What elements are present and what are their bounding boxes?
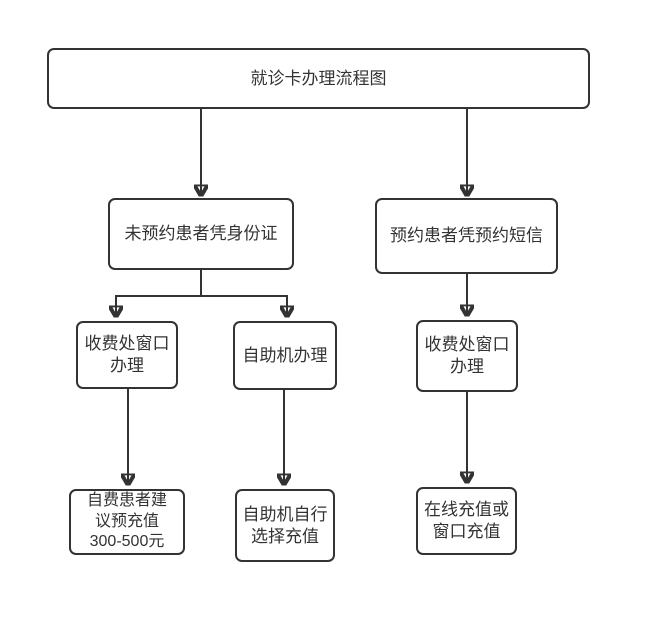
flow-node-self-service-recharge: 自助机自行 选择充值 [235,489,335,562]
flow-node-no-appointment: 未预约患者凭身份证 [108,198,294,270]
flow-node-self-service-machine: 自助机办理 [233,321,337,390]
flow-node-online-or-window-recharge-label: 在线充值或 窗口充值 [424,500,509,541]
flow-node-self-pay-recharge-label: 自费患者建 议预充值 300-500元 [86,492,167,551]
flow-node-cashier-window-left: 收费处窗口 办理 [76,321,178,389]
flow-node-title: 就诊卡办理流程图 [47,48,590,109]
flow-node-appointment: 预约患者凭预约短信 [375,198,558,274]
flow-node-no-appointment-label: 未预约患者凭身份证 [124,224,278,244]
flow-node-online-or-window-recharge: 在线充值或 窗口充值 [416,487,517,555]
flow-node-self-pay-recharge: 自费患者建 议预充值 300-500元 [69,489,185,555]
flow-node-cashier-window-right-label: 收费处窗口 办理 [424,335,510,376]
flow-node-cashier-window-left-label: 收费处窗口 办理 [84,334,170,375]
flow-node-appointment-label: 预约患者凭预约短信 [390,226,543,246]
flow-node-cashier-window-right: 收费处窗口 办理 [416,320,518,392]
flow-node-title-label: 就诊卡办理流程图 [250,68,387,88]
flow-node-self-service-machine-label: 自助机办理 [242,345,328,365]
flow-node-self-service-recharge-label: 自助机自行 选择充值 [242,504,328,546]
